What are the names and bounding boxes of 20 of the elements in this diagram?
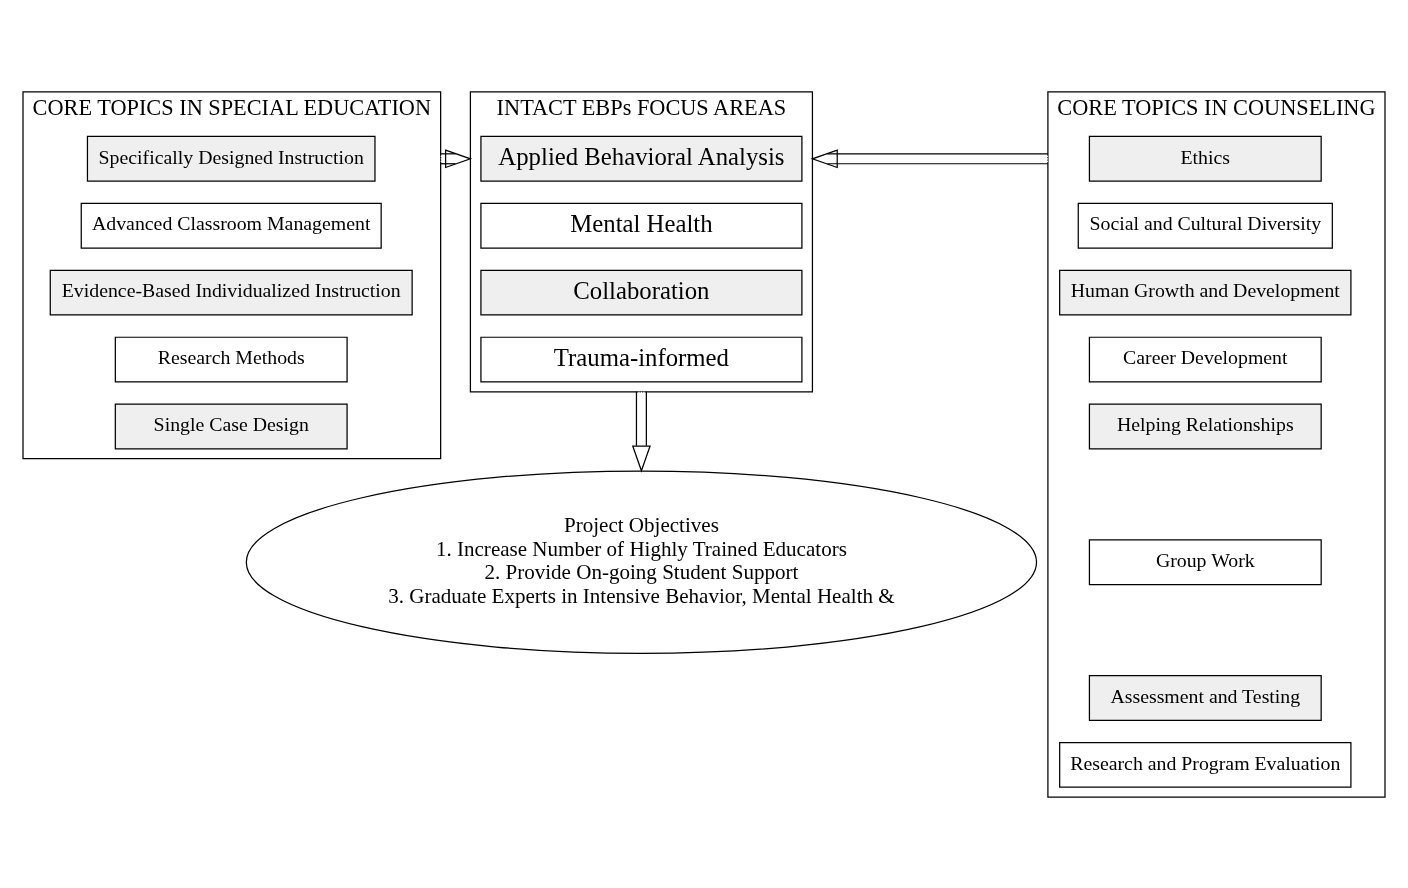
node-ellipse: Project Objectives 1. Increase Number of Highly Trained Educators 2. Provide On-going Student Support 3. Graduate Experts in Intensive Behavior, Mental Health & [245, 469, 1038, 654]
node-box: Advanced Classroom Management [80, 202, 382, 249]
node-box: Helping Relationships [1088, 403, 1322, 449]
node-box: Assessment and Testing [1088, 674, 1322, 721]
arrow [631, 390, 651, 473]
node-box: Applied Behavioral Analysis [480, 135, 803, 182]
node-box: Group Work [1088, 538, 1322, 585]
node-box: Social and Cultural Diversity [1077, 202, 1333, 249]
node-box: Mental Health [480, 202, 803, 249]
node-box: Trauma-informed [480, 336, 803, 382]
node-box: Specifically Designed Instruction [86, 135, 376, 182]
node-box: Single Case Design [114, 403, 348, 449]
node-box: Career Development [1088, 336, 1322, 382]
node-box: Human Growth and Development [1059, 269, 1352, 316]
node-box: Research Methods [114, 336, 348, 382]
node-box: Research and Program Evaluation [1059, 741, 1352, 788]
node-box: Ethics [1088, 135, 1322, 182]
arrow [810, 148, 1049, 168]
node-box: Evidence-Based Individualized Instruction [49, 269, 413, 316]
node-box: Collaboration [480, 269, 803, 316]
